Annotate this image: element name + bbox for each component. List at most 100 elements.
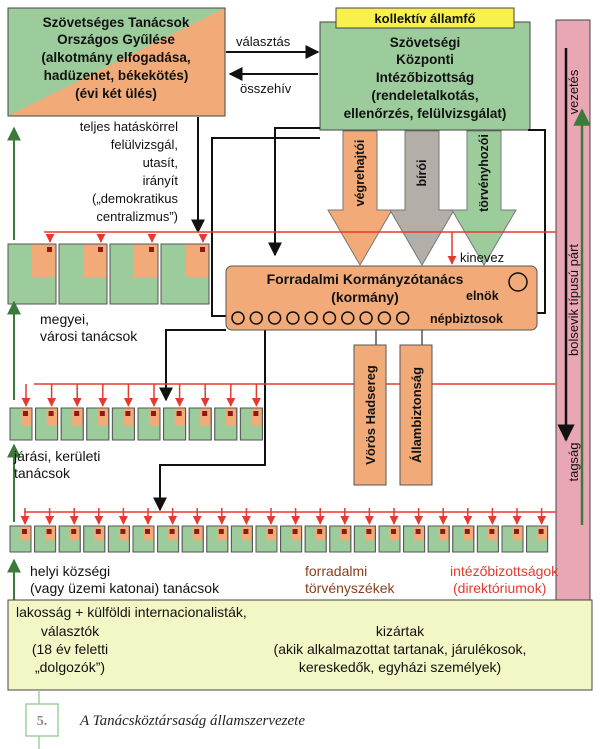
appoints-label: kinevez [460,250,504,265]
committee-line: Központi [396,52,454,67]
commissars-label: népbiztosok [430,312,503,326]
local-council [107,508,130,553]
local-council [378,508,401,553]
district-council-row [9,384,263,441]
population-box: lakosság + külföldi internacionalisták, … [7,599,593,691]
local-council [83,508,106,553]
caption-text: A Tanácsköztársaság államszervezete [79,713,305,729]
local-council [526,508,549,553]
local-council-row [9,508,549,553]
local-council [329,508,352,553]
legislative-branch-arrow: törvényhozói [451,130,517,266]
committee-line: (rendeletalkotás, [371,88,478,103]
local-council [501,508,524,553]
assembly-line: Szövetséges Tanácsok [43,15,190,30]
local-council [353,508,376,553]
voters-line: (18 év feletti [32,641,108,657]
local-label: helyi községi [30,563,110,579]
county-council [160,233,210,305]
local-council [9,508,32,553]
local-label: (vagy üzemi katonai) tanácsok [30,580,220,596]
district-council [188,384,212,441]
svg-text:teljes hatáskörrel: teljes hatáskörrel [80,119,178,134]
county-council [58,233,108,305]
local-council [132,508,155,553]
county-council [109,233,159,305]
local-council [157,508,180,553]
district-council [111,384,135,441]
control-lines [153,117,546,512]
excluded-line: kereskedők, egyházi személyek) [299,659,501,675]
party-name: bolsevik típusú párt [566,244,581,356]
red-army-box: Vörös Hadsereg [353,344,387,486]
assembly-line: Országos Gyűlése [57,32,175,47]
excluded-line: kizártak [376,623,425,639]
district-council [60,384,84,441]
commissar-circles [231,311,410,325]
directorates-label: (direktóriumok) [453,580,546,596]
district-council [214,384,238,441]
svg-text:Vörös Hadsereg: Vörös Hadsereg [363,365,378,465]
voters-line: választók [41,623,100,639]
national-assembly-box: Szövetséges Tanácsok Országos Gyűlése (a… [7,7,226,117]
commissar-circle [231,311,245,325]
commissar-circle [322,311,337,325]
committee-line: ellenőrzés, felülvizsgálat) [344,106,507,121]
assembly-line: (évi két ülés) [75,86,157,101]
county-council [7,233,57,305]
government-box: Forradalmi Kormányzótanács (kormány) eln… [225,265,538,331]
svg-text:centralizmus”): centralizmus”) [96,209,178,224]
chairman-circle [508,272,528,292]
district-label: járási, kerületi [13,448,100,464]
local-council [206,508,229,553]
caption-number: 5. [37,714,48,729]
directorates-label: intézőbizottságok [450,563,559,579]
judicial-label: bírói [415,159,429,186]
local-council [230,508,253,553]
district-council [239,384,263,441]
district-council [163,384,187,441]
commissar-circle [249,311,264,325]
local-council [476,508,499,553]
commissar-circle [304,311,318,325]
local-council [280,508,303,553]
convene-label: összehív [240,81,292,96]
district-council [86,384,110,441]
party-bar: vezetés bolsevik típusú párt tagság [555,19,591,606]
local-council [34,508,57,553]
svg-text:irányít: irányít [143,173,179,188]
head-of-state-label: kollektív államfő [374,11,475,26]
executive-branch-arrow: végrehajtói [327,130,393,266]
judicial-branch-arrow: bírói [389,130,455,266]
central-committee-box: kollektív államfő Szövetségi Központi In… [319,7,531,131]
commissar-circle [286,311,300,325]
district-label: tanácsok [14,465,71,481]
county-council-row [7,233,210,305]
tribunals-label: törvényszékek [305,580,395,596]
legislative-label: törvényhozói [477,134,491,212]
government-title: Forradalmi Kormányzótanács [267,271,464,287]
svg-text:Állambiztonság: Állambiztonság [409,367,424,463]
local-council [181,508,204,553]
executive-label: végrehajtói [353,140,367,207]
district-council [35,384,59,441]
svg-text:(„demokratikus: („demokratikus [92,191,178,206]
svg-text:utasít,: utasít, [143,155,178,170]
local-council [255,508,278,553]
control-text: teljes hatáskörrel felülvizsgál, utasít,… [80,119,179,224]
membership-label: tagság [566,442,581,481]
commissar-circle [359,311,373,325]
committee-line: Szövetségi [390,35,461,50]
commissar-circle [267,311,282,325]
local-council [58,508,81,553]
commissar-circle [395,311,410,325]
voters-line: „dolgozók”) [35,659,105,675]
tribunals-label: forradalmi [305,563,367,579]
local-council [427,508,450,553]
commissar-circle [341,311,355,325]
election-label: választás [236,34,291,49]
local-council [403,508,426,553]
local-council [452,508,475,553]
committee-line: Intézőbizottság [376,70,474,85]
figure-caption: 5. A Tanácsköztársaság államszervezete [25,690,305,749]
